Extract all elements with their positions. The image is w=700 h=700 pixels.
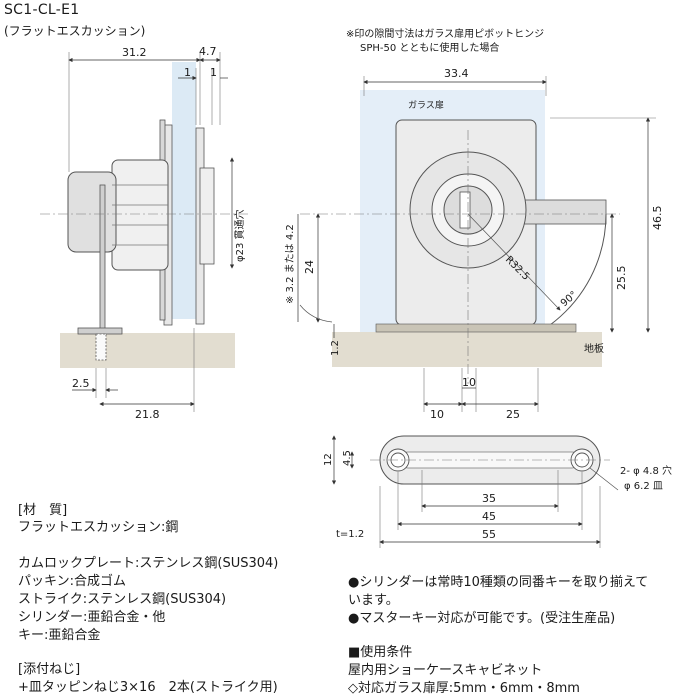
screws-heading: [添付ねじ] <box>18 662 81 677</box>
dim-35: 35 <box>482 492 496 505</box>
dim-31-2: 31.2 <box>122 46 147 59</box>
gap-note-line1: ※印の隙間寸法はガラス扉用ピボットヒンジ <box>346 29 545 40</box>
dim-25-5: 25.5 <box>615 266 628 291</box>
dim-1b: 1 <box>210 66 217 79</box>
floor-plate-side <box>60 333 235 368</box>
materials-heading: [材 質] <box>18 503 68 518</box>
material-line: パッキン:合成ゴム <box>18 574 126 589</box>
feature-bullet-1: ●シリンダーは常時10種類の同番キーを取り揃えて <box>348 575 649 590</box>
dim-90: 90° <box>559 289 580 309</box>
hole-spec-2: φ 6.2 皿 <box>624 481 663 492</box>
gap-note-line2: SPH-50 とともに使用した場合 <box>360 43 500 54</box>
conditions-line-2: ◇対応ガラス扉厚:5mm・6mm・8mm <box>348 681 580 696</box>
dim-10b: 10 <box>430 408 444 421</box>
dim-1a: 1 <box>184 66 191 79</box>
floor-plate-front <box>332 332 602 367</box>
dim-55: 55 <box>482 528 496 541</box>
dim-1-2: 1.2 <box>330 340 341 356</box>
dim-thickness: t=1.2 <box>336 529 364 540</box>
dim-4-7: 4.7 <box>199 45 217 58</box>
dim-45: 45 <box>482 510 496 523</box>
feature-bullet-1-cont: います。 <box>348 593 399 608</box>
dim-10a: 10 <box>462 376 476 389</box>
dim-12: 12 <box>323 453 334 466</box>
hole-spec-1: 2- φ 4.8 穴 <box>620 464 672 477</box>
model-number: SC1-CL-E1 <box>4 2 80 18</box>
feature-bullet-2: ●マスターキー対応が可能です。(受注生産品) <box>348 611 616 626</box>
glass-door-label: ガラス扉 <box>408 99 444 111</box>
screws-line: +皿タッピンねじ3×16 2本(ストライク用) <box>18 680 278 695</box>
dim-gap: ※ 3.2 または 4.2 <box>284 224 296 304</box>
dim-2-5: 2.5 <box>72 377 90 390</box>
dim-24: 24 <box>303 260 316 274</box>
dim-33-4: 33.4 <box>444 67 469 80</box>
dim-4-5: 4.5 <box>342 450 353 466</box>
dim-46-5: 46.5 <box>651 206 664 231</box>
glass-pane-side <box>172 62 196 319</box>
dim-phi23: φ23 貫通穴 <box>233 210 246 263</box>
material-line: シリンダー:亜鉛合金・他 <box>18 610 166 625</box>
dim-25: 25 <box>506 408 520 421</box>
material-line: ストライク:ステンレス鋼(SUS304) <box>18 592 227 607</box>
side-view: 31.2 4.7 1 1 φ23 貫通穴 2.5 21.8 <box>40 45 250 421</box>
conditions-heading: ■使用条件 <box>348 645 413 660</box>
material-line: キー:亜鉛合金 <box>18 628 101 643</box>
material-line: カムロックプレート:ステンレス鋼(SUS304) <box>18 556 279 571</box>
product-subtitle: (フラットエスカッション) <box>4 24 146 38</box>
material-line: フラットエスカッション:鋼 <box>18 520 179 535</box>
front-view: ガラス扉 R32.5 90° 地板 33.4 46.5 25.5 <box>284 67 664 421</box>
strike-view: 12 4.5 2- φ 4.8 穴 φ 6.2 皿 35 45 55 t=1.2 <box>323 435 672 548</box>
dim-21-8: 21.8 <box>135 408 160 421</box>
gap-note: ※印の隙間寸法はガラス扉用ピボットヒンジ SPH-50 とともに使用した場合 <box>346 28 544 56</box>
conditions-line-1: 屋内用ショーケースキャビネット <box>348 663 543 678</box>
floor-plate-label: 地板 <box>584 342 604 355</box>
